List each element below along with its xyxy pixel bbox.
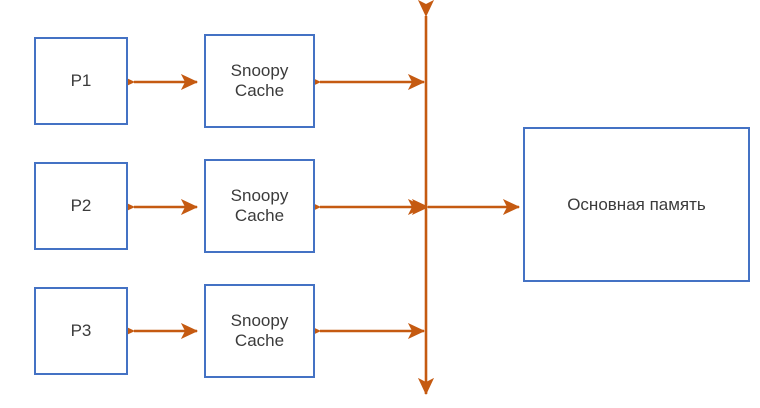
processor-box-p1[interactable]: P1	[34, 37, 128, 125]
main-memory-box[interactable]: Основная память	[523, 127, 750, 282]
snoopy-cache-box-2[interactable]: Snoopy Cache	[204, 159, 315, 253]
processor-label-p3: P3	[70, 321, 92, 341]
processor-box-p3[interactable]: P3	[34, 287, 128, 375]
snoopy-cache-label-1: Snoopy Cache	[230, 61, 289, 100]
snoopy-cache-label-3: Snoopy Cache	[230, 311, 289, 350]
processor-label-p2: P2	[70, 196, 92, 216]
processor-label-p1: P1	[70, 71, 92, 91]
snoopy-cache-box-3[interactable]: Snoopy Cache	[204, 284, 315, 378]
main-memory-label: Основная память	[567, 194, 706, 214]
snoopy-cache-label-2: Snoopy Cache	[230, 186, 289, 225]
processor-box-p2[interactable]: P2	[34, 162, 128, 250]
snoopy-cache-box-1[interactable]: Snoopy Cache	[204, 34, 315, 128]
